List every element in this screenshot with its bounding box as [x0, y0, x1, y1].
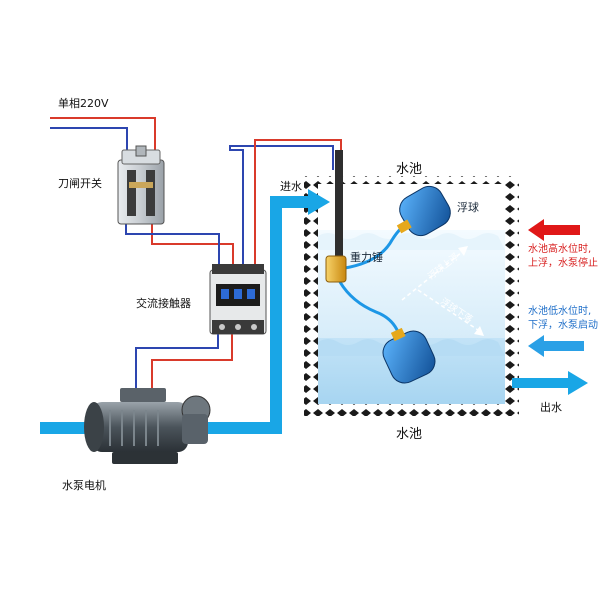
label-pump-motor: 水泵电机	[62, 479, 106, 492]
label-weight: 重力锤	[350, 251, 383, 264]
label-outlet: 出水	[540, 401, 562, 414]
label-tank: 水池	[396, 427, 423, 442]
outlet-pipe	[512, 378, 572, 388]
motor-terminal-box	[120, 388, 166, 402]
wire-switch-blue	[125, 222, 220, 268]
contactor-screw-2	[235, 324, 241, 330]
outlet-arrowhead	[568, 371, 588, 395]
tank-wave-upper	[318, 233, 505, 250]
label-contactor: 交流接触器	[136, 297, 191, 310]
wire-pump-blue	[135, 334, 219, 392]
tank-wall-top	[304, 176, 519, 184]
motor-pump-casing	[182, 414, 208, 444]
knife-switch-blade-left	[127, 170, 136, 216]
float-down-arrow-line	[417, 289, 479, 331]
wire-power-blue	[50, 127, 128, 160]
label-low-note-2: 下浮，水泵启动	[528, 320, 598, 331]
motor-body	[92, 402, 188, 452]
low-water-arrow	[528, 335, 584, 357]
contactor-screw-1	[219, 324, 225, 330]
knife-switch-base	[117, 159, 165, 225]
tank-wall-bottom	[304, 404, 519, 416]
motor-end-cap	[84, 402, 104, 452]
label-knife-switch: 刀闸开关	[58, 177, 102, 190]
label-float-ball: 浮球	[457, 201, 479, 214]
label-tank-top: 水池	[396, 162, 423, 177]
wiring	[50, 117, 342, 392]
contactor-window-3	[247, 289, 255, 299]
label-inlet: 进水	[280, 180, 302, 193]
knife-switch-handle	[135, 145, 147, 157]
float-up-arrowhead	[458, 246, 468, 256]
knife-switch	[117, 145, 165, 225]
ac-contactor	[209, 264, 267, 335]
pipe-riser	[270, 198, 282, 434]
water-pipe	[40, 189, 588, 434]
tank-wall-right	[505, 180, 519, 412]
inlet-arrowhead	[308, 189, 330, 215]
wire-switch-red	[151, 222, 234, 268]
float-ball-upper	[396, 185, 451, 237]
label-power: 单相220V	[58, 97, 109, 110]
float-up-arrow-line	[401, 251, 463, 301]
knife-switch-blade-right	[146, 170, 155, 216]
float-down-arrowhead	[474, 326, 484, 336]
wire-power-red	[50, 117, 156, 160]
label-high-note-2: 上浮，水泵停止	[528, 258, 598, 269]
float-ball-lower	[382, 327, 436, 384]
contactor-window-2	[234, 289, 242, 299]
contactor-terminals-top	[212, 264, 264, 274]
pump-motor	[84, 388, 211, 464]
knife-switch-fuse	[129, 182, 153, 188]
gravity-weight	[325, 255, 347, 283]
tank-wall-left	[304, 180, 318, 412]
motor-base	[112, 452, 178, 464]
float-switch-assembly	[325, 150, 451, 384]
float-direction-arrows	[401, 246, 484, 336]
label-high-note-1: 水池高水位时,	[528, 244, 592, 255]
high-water-arrow	[528, 219, 580, 241]
pipe-top	[270, 196, 312, 208]
label-low-note-1: 水池低水位时,	[528, 306, 592, 317]
pipe-pump-out	[205, 422, 280, 434]
float-cable-lower	[338, 281, 400, 333]
contactor-screw-3	[251, 324, 257, 330]
cable-rod	[335, 150, 343, 262]
wire-float-blue	[229, 145, 334, 268]
wire-pump-red	[151, 334, 233, 392]
contactor-window-1	[221, 289, 229, 299]
